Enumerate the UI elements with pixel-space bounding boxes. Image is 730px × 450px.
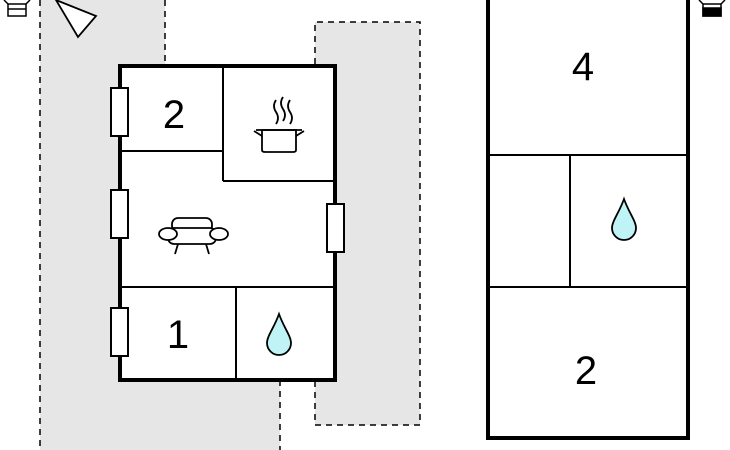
sofa-icon (158, 217, 229, 255)
room-label: 4 (572, 45, 594, 89)
water-drop-icon (611, 196, 637, 241)
window (110, 307, 129, 357)
room-label: 1 (167, 313, 189, 357)
door-marker-icon (698, 0, 726, 17)
room-label: 2 (163, 93, 185, 137)
door-marker-icon (3, 0, 31, 17)
cooking-pot-icon (253, 96, 305, 153)
window (110, 189, 129, 239)
room-label: 2 (575, 349, 597, 393)
terrace-left (39, 0, 281, 450)
window (326, 203, 345, 253)
water-drop-icon (266, 311, 292, 356)
window (110, 87, 129, 137)
north-arrow-icon (54, 0, 98, 39)
house-right: 4 2 (486, 0, 690, 440)
terrace-right (314, 21, 421, 426)
house-left: 2 1 (110, 64, 345, 382)
